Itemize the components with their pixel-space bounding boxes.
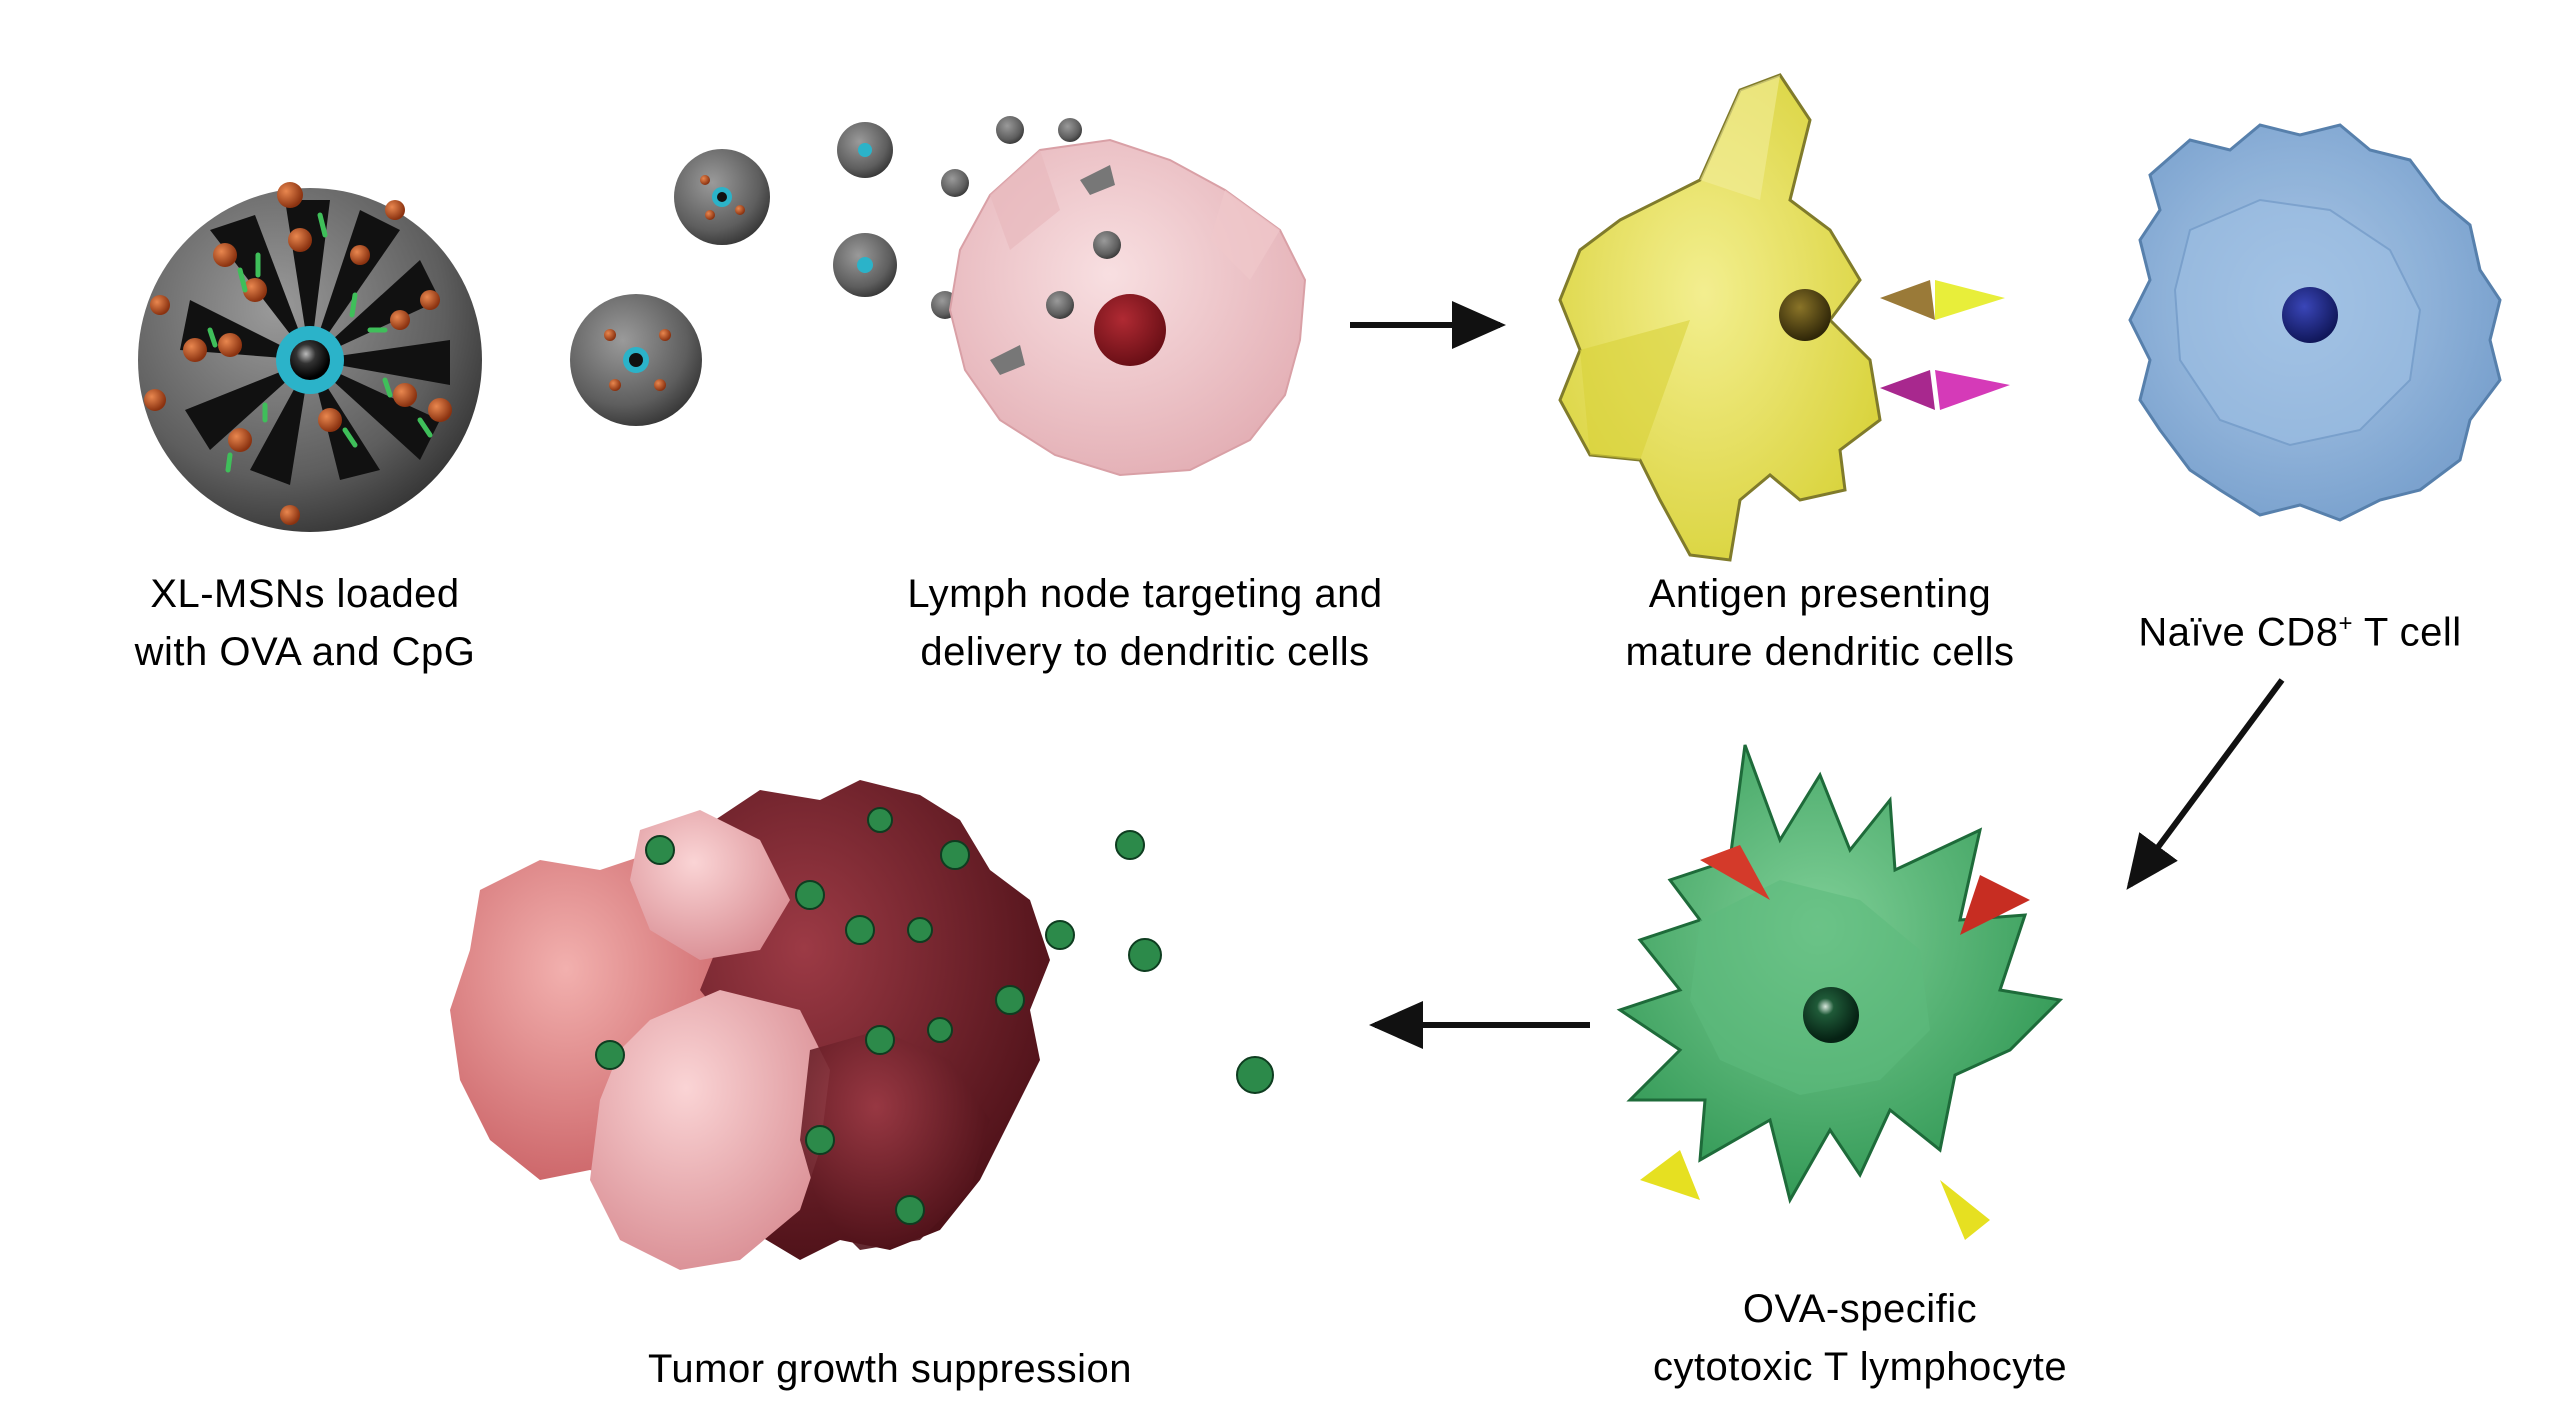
- label-line: Lymph node targeting and: [907, 572, 1383, 616]
- tumor-mass-icon: [450, 780, 1050, 1270]
- label-ctl: OVA-specific cytotoxic T lymphocyte: [1600, 1280, 2120, 1396]
- label-line: Naïve CD8+ T cell: [2090, 595, 2510, 661]
- tumor-t-cells: [595, 807, 1274, 1225]
- arrow-tcell-to-ctl: [2126, 678, 2285, 890]
- msn-nanoparticle-icon: [138, 182, 482, 532]
- superscript: +: [2338, 610, 2353, 637]
- nanoparticle-small-icon: [996, 116, 1024, 144]
- nanoparticle-small-icon: [1058, 118, 1082, 142]
- nanoparticle-small-icon: [833, 233, 897, 297]
- dendritic-cell-icon: [1558, 73, 2010, 562]
- label-line: XL-MSNs loaded: [150, 572, 460, 616]
- label-text: T cell: [2352, 610, 2462, 655]
- naive-t-cell-icon: [2128, 123, 2502, 522]
- label-text: Naïve CD8: [2138, 610, 2339, 655]
- nanoparticle-small-icon: [570, 294, 702, 426]
- nanoparticle-small-icon: [837, 122, 893, 178]
- label-line: Tumor growth suppression: [647, 1347, 1133, 1391]
- nanoparticle-small-icon: [941, 169, 969, 197]
- label-line: OVA-specific: [1742, 1287, 1978, 1331]
- label-naive-t-cell: Naïve CD8+ T cell: [2090, 595, 2510, 661]
- cytotoxic-t-lymphocyte-icon: [1616, 744, 2064, 1240]
- nanoparticle-small-icon: [674, 149, 770, 245]
- label-line: cytotoxic T lymphocyte: [1652, 1345, 2068, 1389]
- label-nanoparticle: XL-MSNs loaded with OVA and CpG: [90, 565, 520, 681]
- label-lymph-node: Lymph node targeting and delivery to den…: [840, 565, 1450, 681]
- label-tumor: Tumor growth suppression: [560, 1340, 1220, 1398]
- small-nanoparticles: [570, 116, 1082, 426]
- label-line: delivery to dendritic cells: [920, 630, 1370, 674]
- label-line: mature dendritic cells: [1625, 630, 2015, 674]
- label-line: with OVA and CpG: [134, 630, 476, 674]
- label-dendritic-cell: Antigen presenting mature dendritic cell…: [1570, 565, 2070, 681]
- label-line: Antigen presenting: [1648, 572, 1992, 616]
- lymph-node-dendritic-cell-icon: [948, 138, 1307, 477]
